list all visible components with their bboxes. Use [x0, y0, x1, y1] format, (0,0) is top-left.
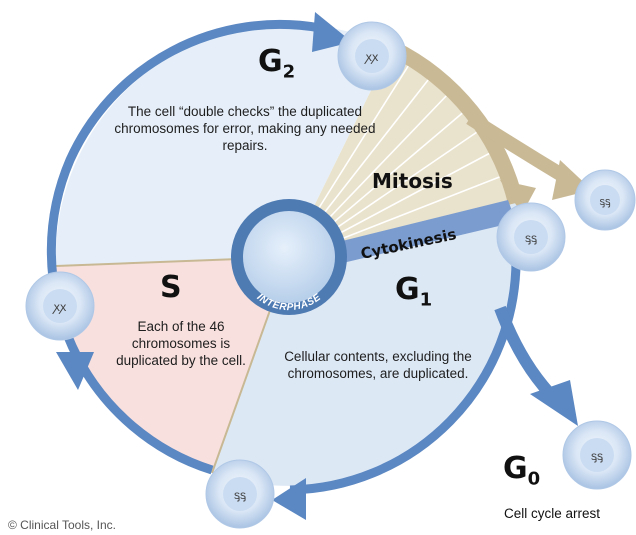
cell-g0: ᶊᶊ — [563, 421, 631, 489]
svg-text:ᶊᶊ: ᶊᶊ — [234, 488, 246, 502]
svg-text:ᶊᶊ: ᶊᶊ — [525, 231, 537, 245]
g0-label: G0 — [503, 451, 540, 489]
cell-daughter: ᶊᶊ — [575, 170, 635, 230]
mitosis-label: Mitosis — [372, 169, 453, 193]
cell-g1-bottom: ᶊᶊ — [206, 460, 274, 528]
cell-g1-right: ᶊᶊ — [497, 203, 565, 271]
g0-description: Cell cycle arrest — [504, 506, 600, 521]
cell-g2: ꭗꭗ — [338, 22, 406, 90]
s-description: Each of the 46 chromosomes is duplicated… — [100, 318, 262, 369]
copyright: © Clinical Tools, Inc. — [8, 518, 116, 532]
g2-description: The cell “double checks” the duplicated … — [110, 103, 380, 154]
svg-text:ꭗꭗ: ꭗꭗ — [52, 300, 67, 314]
g0-arrow-shaft — [500, 308, 552, 396]
svg-text:ᶊᶊ: ᶊᶊ — [600, 195, 612, 208]
s-label: S — [160, 270, 182, 305]
g1-label: G1 — [395, 272, 432, 310]
cell-s: ꭗꭗ — [26, 272, 94, 340]
g1-description: Cellular contents, excluding the chromos… — [262, 348, 494, 382]
g2-label: G2 — [258, 44, 295, 82]
interphase-hub — [243, 211, 335, 303]
svg-text:ᶊᶊ: ᶊᶊ — [591, 449, 603, 463]
svg-text:ꭗꭗ: ꭗꭗ — [364, 50, 379, 64]
